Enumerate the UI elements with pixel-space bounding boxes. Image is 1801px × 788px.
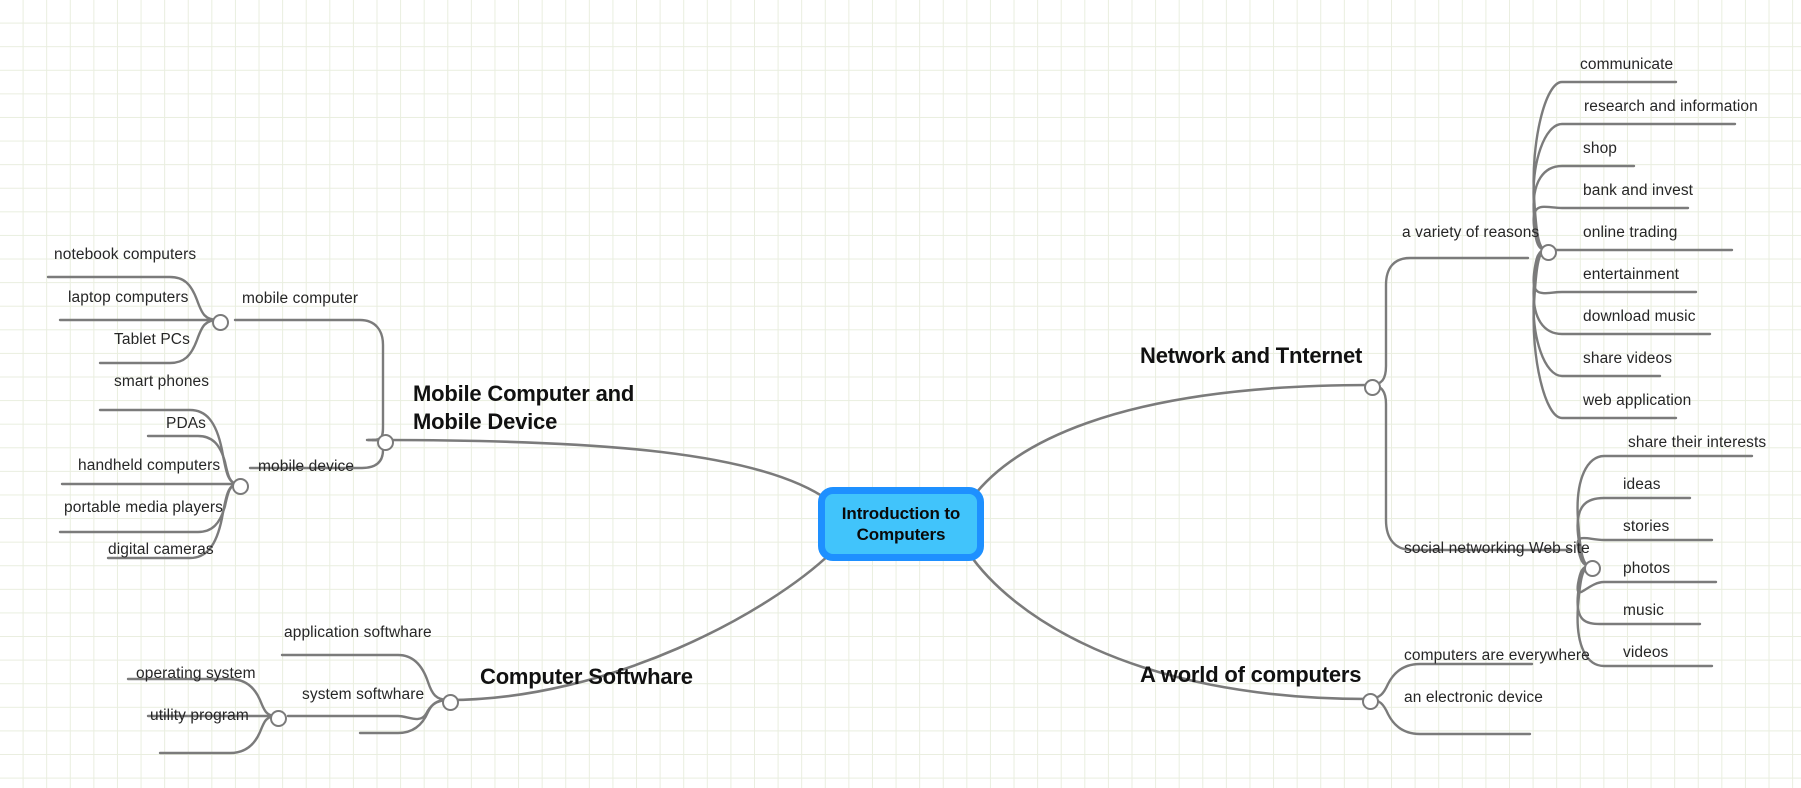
node-dot-mobile-branch[interactable]: [376, 433, 394, 451]
leaf-digital-cameras[interactable]: digital cameras: [108, 541, 214, 558]
leaf-videos[interactable]: videos: [1623, 644, 1669, 661]
leaf-ideas[interactable]: ideas: [1623, 476, 1661, 493]
node-dot-software-branch[interactable]: [441, 693, 459, 711]
node-dot-variety-of-reasons[interactable]: [1539, 243, 1557, 261]
sub-label-application-software[interactable]: application softwhare: [284, 624, 432, 641]
leaf-smart-phones[interactable]: smart phones: [114, 373, 210, 390]
leaf-share-videos[interactable]: share videos: [1583, 350, 1673, 367]
node-dot-world-branch[interactable]: [1361, 692, 1379, 710]
sub-label-computers-are-everywhere[interactable]: computers are everywhere: [1404, 647, 1590, 664]
node-dot-system-software[interactable]: [269, 709, 287, 727]
branch-label-a-world-of-computers[interactable]: A world of computers: [1140, 662, 1362, 687]
leaf-web-application[interactable]: web application: [1583, 392, 1692, 409]
branch-label-network-and-internet[interactable]: Network and Tnternet: [1140, 343, 1363, 368]
leaf-photos[interactable]: photos: [1623, 560, 1671, 577]
root-node[interactable]: Introduction to Computers: [818, 487, 984, 561]
sub-label-system-software[interactable]: system softwhare: [302, 686, 425, 703]
root-node-label: Introduction to Computers: [841, 503, 961, 544]
sub-label-a-variety-of-reasons[interactable]: a variety of reasons: [1402, 224, 1540, 241]
leaf-tablet-pcs[interactable]: Tablet PCs: [114, 331, 190, 348]
node-dot-mobile-device[interactable]: [231, 477, 249, 495]
sub-label-an-electronic-device[interactable]: an electronic device: [1404, 689, 1543, 706]
node-dot-network-branch[interactable]: [1363, 378, 1381, 396]
leaf-music[interactable]: music: [1623, 602, 1664, 619]
leaf-download-music[interactable]: download music: [1583, 308, 1696, 325]
branch-label-computer-software[interactable]: Computer Softwhare: [480, 664, 693, 689]
sub-label-social-networking-web-site[interactable]: social networking Web site: [1404, 540, 1590, 557]
leaf-laptop-computers[interactable]: laptop computers: [68, 289, 189, 306]
node-dot-mobile-computer[interactable]: [211, 313, 229, 331]
leaf-notebook-computers[interactable]: notebook computers: [54, 246, 197, 263]
leaf-entertainment[interactable]: entertainment: [1583, 266, 1680, 283]
sub-label-mobile-device[interactable]: mobile device: [258, 458, 355, 475]
leaf-handheld-computers[interactable]: handheld computers: [78, 457, 221, 474]
leaf-communicate[interactable]: communicate: [1580, 56, 1674, 73]
leaf-utility-program[interactable]: utility program: [150, 707, 249, 724]
leaf-online-trading[interactable]: online trading: [1583, 224, 1678, 241]
leaf-shop[interactable]: shop: [1583, 140, 1618, 157]
branch-label-mobile-computer-and-mobile-device[interactable]: Mobile Computer and Mobile Device: [413, 381, 635, 434]
node-dot-social-networking[interactable]: [1583, 559, 1601, 577]
sub-label-mobile-computer[interactable]: mobile computer: [242, 290, 359, 307]
leaf-pdas[interactable]: PDAs: [166, 415, 207, 432]
leaf-operating-system[interactable]: operating system: [136, 665, 256, 682]
leaf-share-their-interests[interactable]: share their interests: [1628, 434, 1767, 451]
leaf-stories[interactable]: stories: [1623, 518, 1670, 535]
leaf-portable-media-players[interactable]: portable media players: [64, 499, 224, 516]
leaf-bank-and-invest[interactable]: bank and invest: [1583, 182, 1694, 199]
leaf-research-and-information[interactable]: research and information: [1584, 98, 1758, 115]
